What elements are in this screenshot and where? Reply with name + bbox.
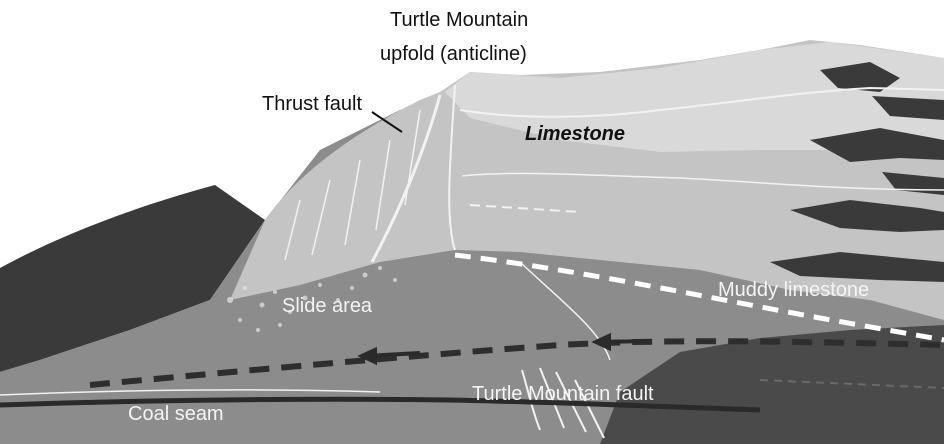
coal-seam-label: Coal seam [128,403,224,425]
diagram-title-line1: Turtle Mountain [390,9,528,31]
limestone-label: Limestone [525,123,625,145]
turtle-mountain-fault-label: Turtle Mountain fault [472,383,654,405]
muddy-limestone-label: Muddy limestone [718,279,869,301]
diagram-title-line2: upfold (anticline) [380,43,527,65]
slide-area-label: Slide area [282,295,373,317]
thrust-fault-label: Thrust fault [262,93,362,115]
